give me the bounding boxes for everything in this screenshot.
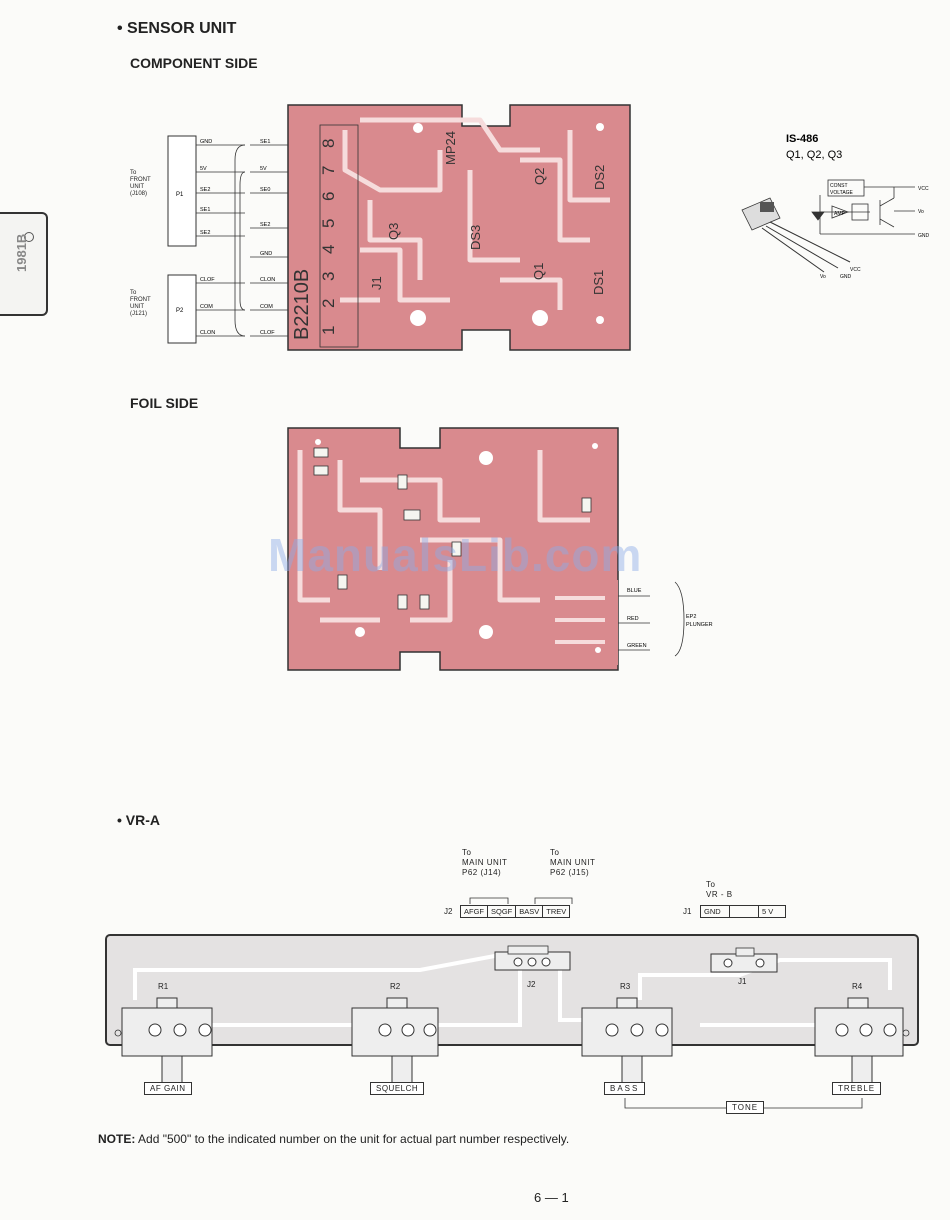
p1-pin-3: SE2: [200, 187, 210, 193]
p2-pin-2: COM: [200, 304, 213, 310]
ic-const: CONST: [830, 183, 848, 189]
ic-package-icon: [741, 197, 851, 273]
component-side-diagram: P1 P2 GND 5V SE2 SE1 SE2 CLOF COM CLON S…: [167, 104, 930, 351]
pin-number-3: 3: [319, 272, 338, 281]
plunger-wire-green: GREEN: [627, 643, 647, 649]
j2-pin-row: AFGF SQGF BASV TREV: [460, 905, 571, 918]
ic-pin-vcc: VCC: [850, 267, 861, 273]
plunger-label-text: PLUNGER: [686, 622, 713, 628]
p1-label: P1: [176, 192, 184, 198]
ic-vcc: VCC: [918, 186, 929, 192]
j2-cell-basv: BASV: [516, 906, 544, 917]
page-number: 6 — 1: [534, 1190, 569, 1205]
p2-label: P2: [176, 308, 184, 314]
ic-voltage: VOLTAGE: [830, 190, 854, 196]
board-pin-8-label: SE1: [260, 139, 270, 145]
ic-pin-vo: Vo: [820, 274, 826, 280]
foil-side-heading: FOIL SIDE: [130, 395, 199, 411]
ref-ds1: DS1: [591, 270, 606, 295]
ref-mp24: MP24: [443, 131, 458, 165]
pin-number-7: 7: [319, 166, 338, 175]
pin-number-2: 2: [319, 299, 338, 308]
sensor-unit-title: • SENSOR UNIT: [117, 20, 237, 37]
foil-side-diagram: BLUE RED GREEN EP2 PLUNGER: [287, 427, 713, 671]
ref-j1: J1: [738, 977, 747, 986]
ref-r3: R3: [620, 982, 631, 991]
board-pin-2-label: COM: [260, 304, 273, 310]
board-pin-3-label: CLON: [260, 277, 275, 283]
ref-q3: Q3: [386, 223, 401, 240]
j1-cell-gnd: GND: [701, 906, 730, 917]
board-pin-1-label: CLOF: [260, 330, 275, 336]
control-bass: BASS: [604, 1082, 646, 1095]
ic-subtitle: Q1, Q2, Q3: [786, 149, 842, 161]
ic-title: IS-486: [786, 133, 818, 145]
j2-cell-afgf: AFGF: [461, 906, 488, 917]
note: NOTE: Add "500" to the indicated number …: [98, 1132, 569, 1146]
plunger-wire-red: RED: [627, 616, 639, 622]
watermark: ManualsLib.com: [268, 529, 643, 581]
ref-ds3: DS3: [468, 225, 483, 250]
note-label: NOTE:: [98, 1132, 136, 1146]
ic-vo: Vo: [918, 209, 924, 215]
ic-pin-gnd: GND: [840, 274, 852, 280]
ref-r2: R2: [390, 982, 401, 991]
plunger-wire-blue: BLUE: [627, 588, 642, 594]
ref-r1: R1: [158, 982, 169, 991]
board-pin-7-label: 5V: [260, 166, 267, 172]
pin-number-5: 5: [319, 219, 338, 228]
board-pin-6-label: SE0: [260, 187, 270, 193]
pin-number-4: 4: [319, 245, 338, 254]
pin-number-6: 6: [319, 192, 338, 201]
board-code: B2210B: [291, 269, 313, 340]
p1-pin-5: SE2: [200, 230, 210, 236]
j1-cell-blank: [730, 906, 759, 917]
ref-q2: Q2: [532, 168, 547, 185]
j1-connector: [710, 953, 778, 973]
j2-cell-trev: TREV: [546, 907, 567, 916]
ref-j1: J1: [369, 276, 384, 290]
p2-pin-3: CLON: [200, 330, 215, 336]
ic-gnd: GND: [918, 233, 930, 239]
board-pin-4-label: GND: [260, 251, 272, 257]
vra-title: • VR-A: [117, 812, 161, 828]
tab-hole-icon: [24, 232, 34, 242]
ic-amp: AMP: [834, 211, 846, 217]
p1-pin-4: SE1: [200, 207, 210, 213]
pcb-component-board: [287, 104, 631, 351]
ref-q1: Q1: [531, 263, 546, 280]
control-squelch: SQUELCH: [370, 1082, 425, 1095]
vra-board-diagram: R1 R2 J2 R3 J1 R4: [105, 897, 919, 1109]
note-text: Add "500" to the indicated number on the…: [135, 1132, 570, 1146]
j1-cell-5v: 5 V: [762, 907, 774, 916]
ref-ds2: DS2: [592, 165, 607, 190]
plunger-label-ep2: EP2: [686, 614, 696, 620]
pin-number-8: 8: [319, 139, 338, 148]
control-treble: TREBLE: [832, 1082, 882, 1095]
tone-label: TONE: [726, 1101, 765, 1114]
p2-connector: [167, 274, 197, 344]
board-pin-5-label: SE2: [260, 222, 270, 228]
j2-row-label: J2: [444, 907, 453, 916]
p2-pin-1: CLOF: [200, 277, 215, 283]
component-side-heading: COMPONENT SIDE: [130, 55, 258, 71]
ref-r4: R4: [852, 982, 863, 991]
j1-pin-row: GND 5 V: [700, 905, 786, 918]
control-af-gain: AF GAIN: [144, 1082, 192, 1095]
p1-pin-2: 5V: [200, 166, 207, 172]
pin-number-column: [319, 124, 359, 348]
j2-cell-sqgf: SQGF: [488, 906, 517, 917]
pin-number-1: 1: [319, 326, 338, 335]
ref-j2: J2: [527, 980, 536, 989]
p1-connector: [167, 135, 197, 247]
edge-tab: 1981B: [0, 212, 48, 316]
j1-row-label: J1: [683, 907, 692, 916]
p1-pin-1: GND: [200, 139, 212, 145]
